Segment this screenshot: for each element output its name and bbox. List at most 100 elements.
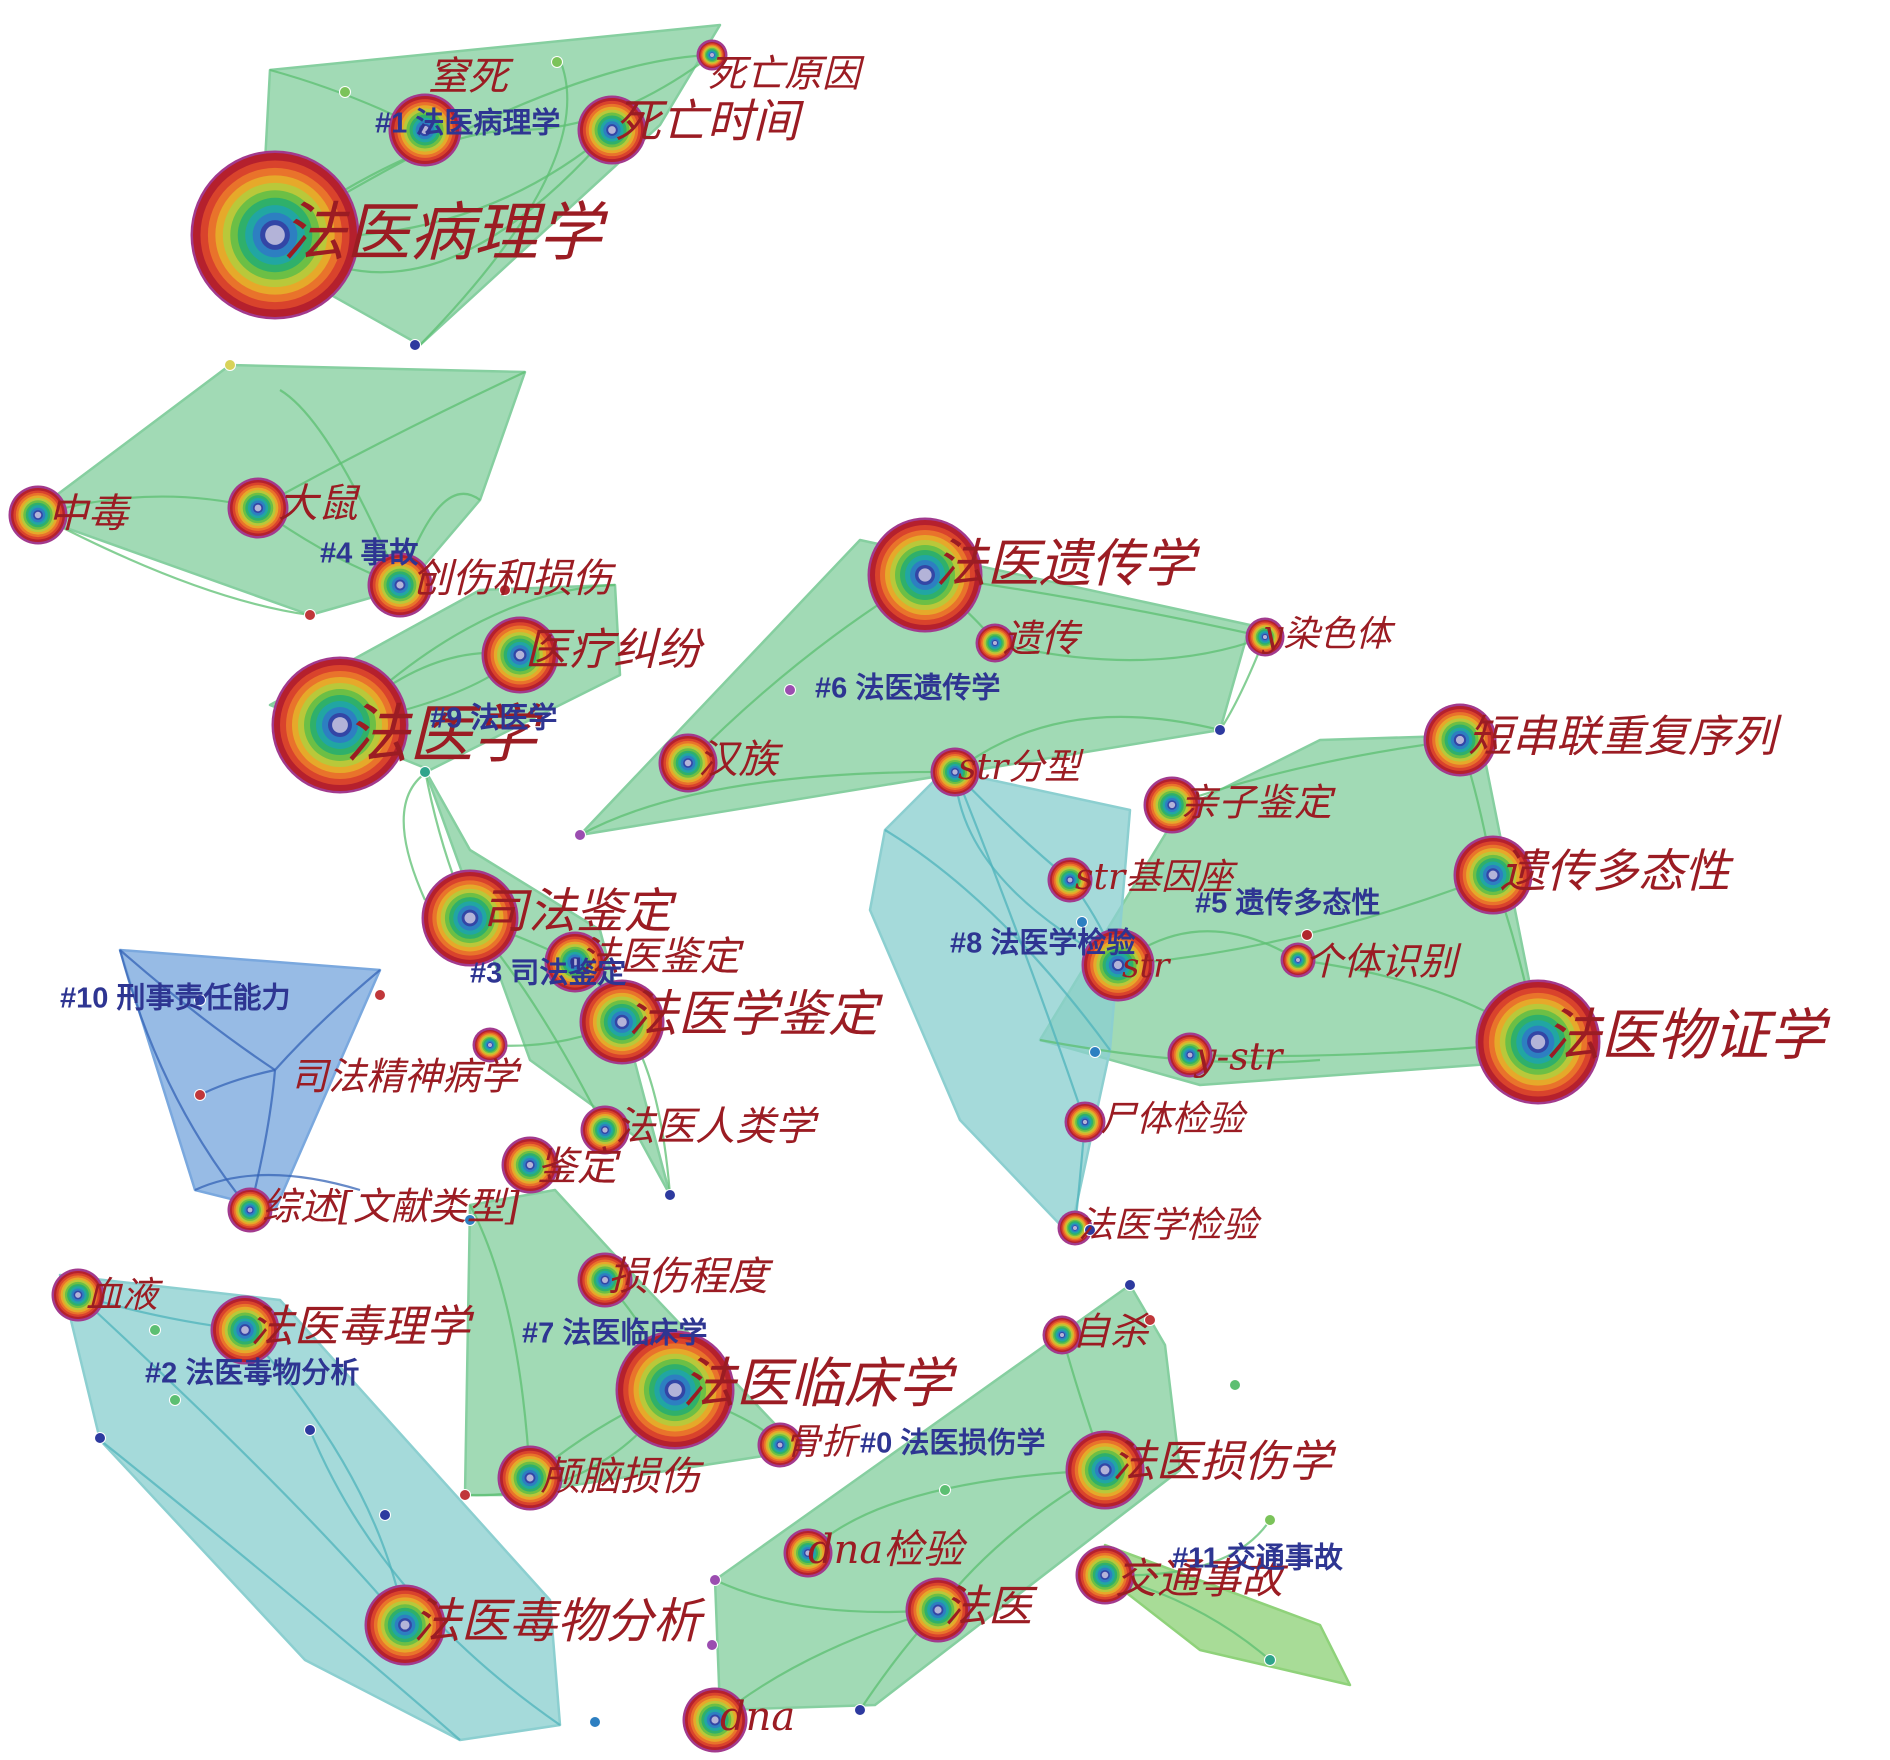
keyword-label-k21: 法医物证学: [1545, 1004, 1831, 1069]
keyword-node-k3[interactable]: [577, 95, 647, 165]
keyword-label-k18: 遗传多态性: [1500, 844, 1734, 898]
keyword-node-k44[interactable]: [682, 1687, 748, 1753]
keyword-label-k40: dna检验: [808, 1527, 968, 1573]
minor-node-27: [939, 1484, 951, 1496]
minor-node-1: [339, 86, 351, 98]
keyword-node-k16[interactable]: [1143, 776, 1201, 834]
minor-node-13: [194, 994, 206, 1006]
keyword-node-k17[interactable]: [1047, 857, 1093, 903]
keyword-label-k30: 鉴定: [537, 1144, 621, 1190]
keyword-node-k25[interactable]: [421, 869, 519, 967]
edge-c8-35: [953, 771, 1119, 966]
keyword-node-k2[interactable]: [388, 93, 462, 167]
keyword-node-k40[interactable]: [783, 1528, 833, 1578]
edge-c4-10: [279, 389, 402, 586]
keyword-label-k28: 司法精神病学: [290, 1055, 522, 1099]
keyword-label-k14: str分型: [958, 747, 1084, 788]
keyword-node-k8[interactable]: [481, 616, 559, 694]
edge-c10-43: [119, 949, 276, 1071]
keyword-node-k36[interactable]: [1042, 1315, 1082, 1355]
minor-node-25: [709, 1574, 721, 1586]
keyword-node-k28[interactable]: [472, 1027, 508, 1063]
keyword-node-k22[interactable]: [1167, 1032, 1213, 1078]
keyword-label-k24: 法医学检验: [1078, 1205, 1262, 1246]
cluster-label-c7: #7 法医临床学: [522, 1316, 707, 1350]
keyword-label-k43: 法医毒物分析: [413, 1594, 706, 1650]
keyword-node-k39[interactable]: [1065, 1430, 1145, 1510]
keyword-node-k6[interactable]: [227, 477, 289, 539]
minor-node-10: [1076, 916, 1088, 928]
cluster-label-c0: #0 法医损伤学: [860, 1426, 1045, 1460]
keyword-label-k41: 交通事故: [1115, 1554, 1289, 1603]
keyword-node-k11[interactable]: [975, 623, 1015, 663]
edge-c6-22: [579, 770, 956, 836]
minor-node-22: [304, 1424, 316, 1436]
keyword-node-k31[interactable]: [227, 1187, 273, 1233]
keyword-node-k29[interactable]: [580, 1105, 630, 1155]
edge-c6-21: [954, 715, 1221, 773]
keyword-node-k43[interactable]: [364, 1584, 446, 1666]
keyword-node-k23[interactable]: [1064, 1101, 1106, 1143]
minor-node-28: [1124, 1279, 1136, 1291]
keyword-node-k35[interactable]: [615, 1330, 735, 1450]
keyword-node-k41[interactable]: [1075, 1545, 1135, 1605]
keyword-node-k30[interactable]: [501, 1136, 559, 1194]
keyword-node-k24[interactable]: [1057, 1210, 1093, 1246]
keyword-node-k32[interactable]: [51, 1268, 105, 1322]
cluster-label-c3: #3 司法鉴定: [470, 956, 626, 990]
minor-node-29: [1144, 1314, 1156, 1326]
cluster-label-c5: #5 遗传多态性: [1195, 887, 1380, 920]
minor-node-33: [706, 1639, 718, 1651]
keyword-label-k31: 综述[文献类型]: [262, 1185, 520, 1229]
keyword-node-k21[interactable]: [1475, 979, 1601, 1105]
keyword-node-k19[interactable]: [1081, 928, 1155, 1002]
keyword-node-k5[interactable]: [8, 485, 68, 545]
minor-node-11: [1301, 929, 1313, 941]
keyword-node-k34[interactable]: [577, 1252, 633, 1308]
minor-node-9: [1214, 724, 1226, 736]
minor-node-20: [169, 1394, 181, 1406]
keyword-node-k14[interactable]: [930, 747, 980, 797]
minor-node-2: [409, 339, 421, 351]
cluster-hull-c10: [118, 948, 382, 1212]
keyword-label-k11: 遗传: [1003, 617, 1083, 661]
keyword-node-k9[interactable]: [271, 656, 409, 794]
minor-node-32: [1229, 1379, 1241, 1391]
keyword-node-k27[interactable]: [579, 979, 665, 1065]
keyword-label-k33: 法医毒理学: [250, 1302, 475, 1353]
keyword-node-k13[interactable]: [658, 733, 718, 793]
keyword-node-k20[interactable]: [1280, 942, 1316, 978]
minor-node-12: [1089, 1046, 1101, 1058]
keyword-node-k26[interactable]: [544, 931, 606, 993]
keyword-label-k4: 死亡原因: [708, 52, 865, 96]
keyword-node-k4[interactable]: [696, 39, 728, 71]
keyword-node-k38[interactable]: [497, 1445, 563, 1511]
cluster-label-c9: #9 法医学: [430, 701, 557, 735]
keyword-node-k42[interactable]: [905, 1577, 971, 1643]
cluster-label-c4: #4 事故: [320, 537, 419, 570]
edge-c7-57: [469, 1204, 532, 1479]
cluster-labels: #1 法医病理学#4 事故#9 法医学#6 法医遗传学#5 遗传多态性#8 法医…: [60, 106, 1380, 1575]
keyword-node-k37[interactable]: [757, 1422, 803, 1468]
keyword-node-k1[interactable]: [190, 150, 360, 320]
keyword-nodes: [8, 39, 1601, 1753]
keyword-node-k7[interactable]: [367, 552, 433, 618]
keyword-label-k17: str基因座: [1075, 857, 1238, 898]
edge-c1-0: [274, 54, 713, 236]
keyword-label-k13: 汉族: [698, 737, 784, 783]
edge-c1-5: [419, 59, 569, 346]
keyword-node-k33[interactable]: [210, 1295, 280, 1365]
edge-c8-36: [884, 829, 1111, 1051]
minor-node-34: [1084, 1224, 1096, 1236]
keyword-node-k15[interactable]: [1423, 703, 1497, 777]
keyword-node-k12[interactable]: [1245, 617, 1285, 657]
minor-node-19: [149, 1324, 161, 1336]
keyword-node-k18[interactable]: [1453, 835, 1533, 915]
minor-node-26: [854, 1704, 866, 1716]
minor-node-23: [379, 1509, 391, 1521]
edge-c9-15: [402, 769, 431, 901]
keyword-label-k27: 法医学鉴定: [628, 985, 883, 1043]
keyword-node-k10[interactable]: [867, 517, 983, 633]
keyword-label-k8: 医疗纠纷: [525, 625, 705, 676]
keyword-label-k7: 创伤和损伤: [412, 556, 617, 602]
